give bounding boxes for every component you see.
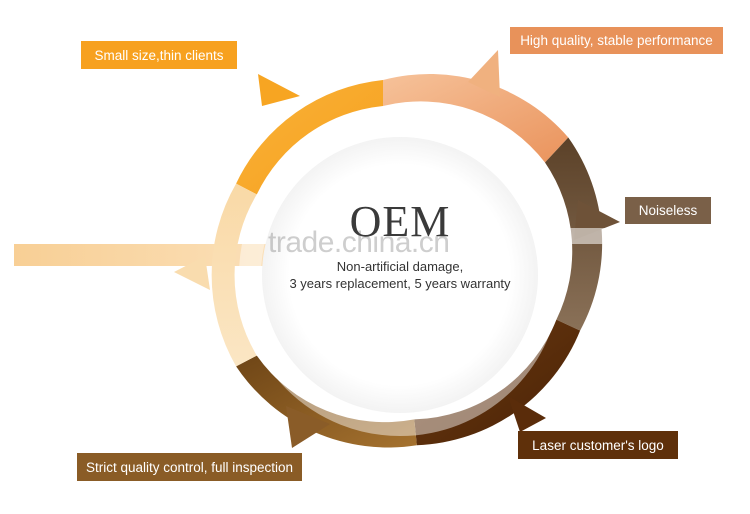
arrow-head-brown (286, 406, 330, 448)
label-quality-control: Strict quality control, full inspection (77, 453, 302, 481)
center-title: OEM (349, 197, 451, 246)
ring-segment-peach (383, 73, 569, 163)
ring-segment-orange (236, 80, 383, 195)
ring-segment-brown (236, 355, 417, 448)
left-connector-bar (14, 244, 314, 266)
inner-band (239, 114, 561, 436)
center-subtitle-line-2: 3 years replacement, 5 years warranty (289, 276, 511, 291)
arrow-head-orange (258, 74, 300, 106)
label-laser-logo: Laser customer's logo (518, 431, 678, 459)
label-high-quality: High quality, stable performance (510, 27, 723, 54)
center-subtitle-line-1: Non-artificial damage, (336, 259, 464, 274)
arrow-head-peach (468, 50, 500, 97)
ring-segment-light (211, 183, 257, 367)
arrow-head-deep-brown (508, 396, 546, 432)
label-noiseless: Noiseless (625, 197, 711, 224)
arrow-head-light (174, 256, 210, 290)
label-small-size: Small size,thin clients (81, 41, 237, 69)
center-disc (262, 137, 538, 413)
right-connector-bar (540, 228, 745, 244)
ring-segment-deep-brown (414, 319, 581, 446)
watermark: trade.china.cn (268, 226, 450, 259)
